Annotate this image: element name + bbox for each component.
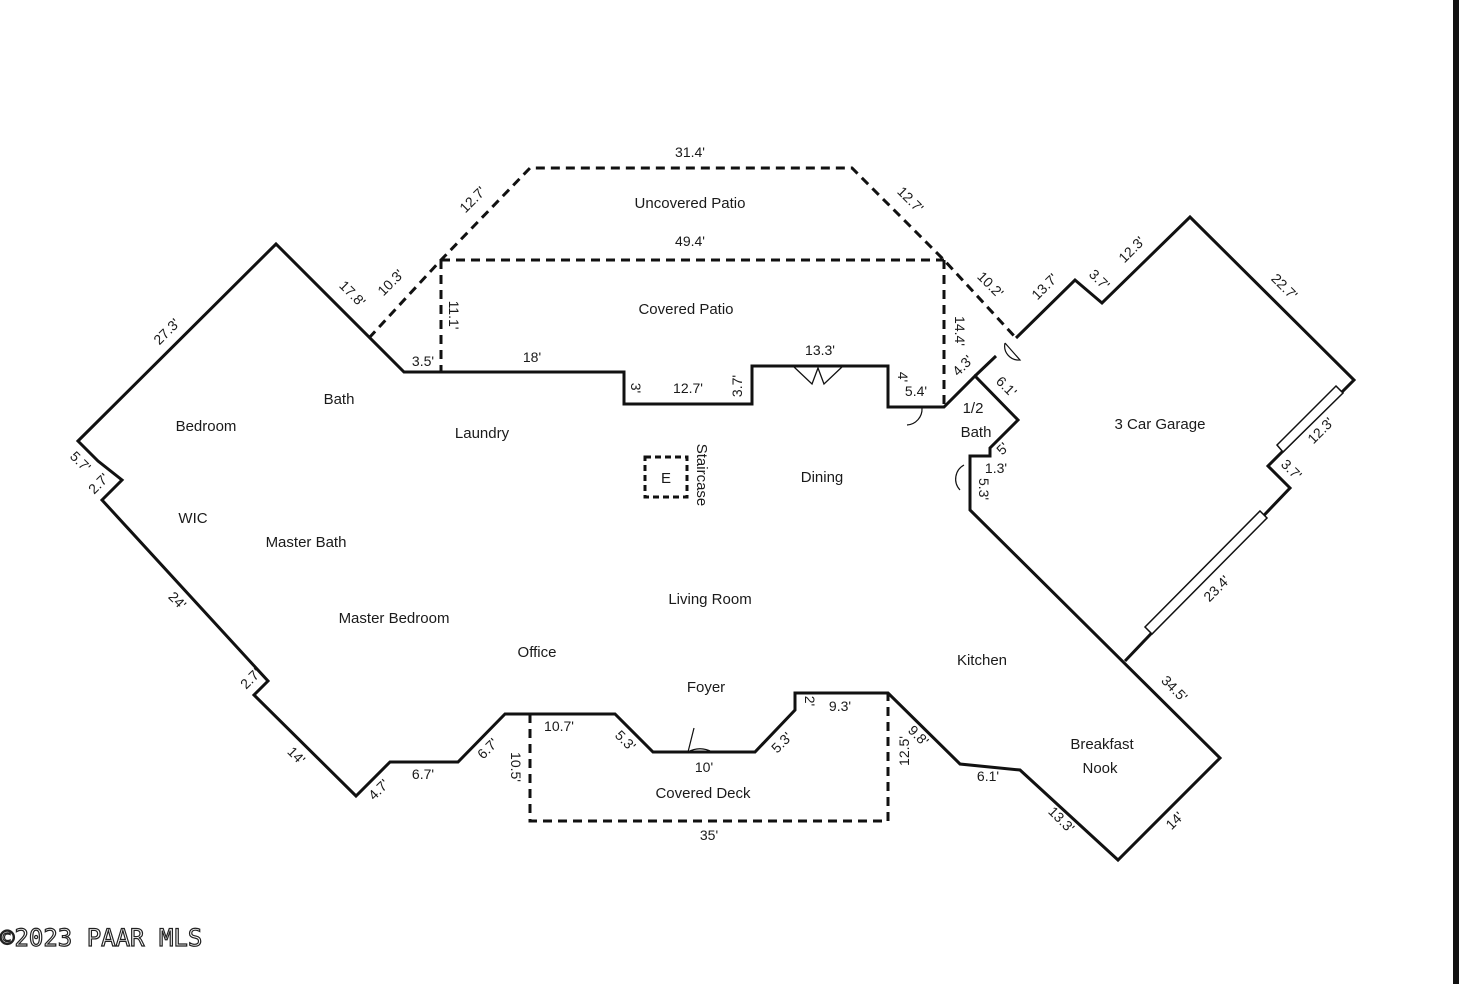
uncovered-patio-outline <box>367 166 1018 340</box>
label-bath: Bath <box>324 391 355 408</box>
dim-label: 31.4' <box>675 144 705 160</box>
dim-label: 6.1' <box>993 373 1020 400</box>
label-dining: Dining <box>801 469 844 486</box>
dim-label: 1.3' <box>985 460 1007 476</box>
label-covered-deck: Covered Deck <box>655 785 751 802</box>
label-breakfast-1: Breakfast <box>1070 736 1134 753</box>
label-master-bath: Master Bath <box>266 534 347 551</box>
label-foyer: Foyer <box>687 679 725 696</box>
garage-wall-link <box>973 354 998 378</box>
dim-label: 4.3' <box>949 352 976 379</box>
dim-label: 3.7' <box>729 375 745 397</box>
right-edge-bar <box>1453 0 1459 984</box>
dim-label: 35' <box>700 827 718 843</box>
dim-label: 18' <box>523 349 541 365</box>
elevator-box <box>643 455 689 499</box>
dim-label: 12.3' <box>1115 233 1147 265</box>
label-master-bedroom: Master Bedroom <box>339 610 450 627</box>
dim-label: 6.1' <box>977 768 999 784</box>
dim-label: 5.3' <box>612 727 639 754</box>
house-outline <box>75 241 1223 863</box>
dim-label: 6.7' <box>474 735 501 762</box>
dim-label: 10.2' <box>974 268 1006 300</box>
label-bedroom: Bedroom <box>176 418 237 435</box>
label-staircase: Staircase <box>693 444 710 507</box>
label-laundry: Laundry <box>455 425 510 442</box>
door-swing-bath-2 <box>955 464 965 491</box>
garage-door-large <box>1143 509 1269 636</box>
label-office: Office <box>518 644 557 661</box>
dim-label: 10.5' <box>508 752 524 782</box>
dim-label: 12.7' <box>894 183 926 215</box>
dining-slider-door <box>792 365 844 386</box>
dim-label: 5.3' <box>976 478 992 500</box>
garage-outline <box>1014 214 1357 663</box>
label-breakfast-2: Nook <box>1082 760 1118 777</box>
label-kitchen: Kitchen <box>957 652 1007 669</box>
dim-label: 49.4' <box>675 233 705 249</box>
dim-label: 9.3' <box>829 698 851 714</box>
dim-label: 4' <box>895 372 911 382</box>
door-swing-foyer <box>687 748 713 753</box>
dim-label: 3.7' <box>1086 266 1113 293</box>
label-covered-patio: Covered Patio <box>638 301 733 318</box>
dim-label: 4.7' <box>365 776 392 803</box>
dim-label: 3.5' <box>412 353 434 369</box>
dim-label: 5.4' <box>905 383 927 399</box>
copyright-watermark: ©2023 PAAR MLS <box>0 923 203 952</box>
label-garage: 3 Car Garage <box>1115 416 1206 433</box>
dim-label: 2' <box>802 696 818 706</box>
dim-label: 11.1' <box>446 301 462 330</box>
label-wic: WIC <box>178 510 207 527</box>
dim-label: 13.3' <box>1045 803 1077 835</box>
dim-label: 12.7' <box>456 183 488 215</box>
label-half-bath-2: Bath <box>961 424 992 441</box>
dim-label: 10.7' <box>544 718 574 734</box>
label-elevator: E <box>661 470 671 487</box>
dim-label: 10.3' <box>374 266 406 298</box>
label-half-bath-1: 1/2 <box>963 400 984 417</box>
dim-label: 13.3' <box>805 342 835 358</box>
label-uncovered-patio: Uncovered Patio <box>635 195 746 212</box>
door-swing-garage <box>1004 342 1022 361</box>
door-swing-half-bath <box>906 407 923 426</box>
dim-label: 6.7' <box>412 766 434 782</box>
dim-label: 3' <box>628 383 644 393</box>
dim-label: 12.7' <box>673 380 703 396</box>
label-living-room: Living Room <box>668 591 751 608</box>
dim-label: 12.5' <box>896 736 912 766</box>
garage-door-small <box>1275 384 1345 454</box>
covered-deck-outline <box>528 693 890 823</box>
dim-label: 14.4' <box>952 316 968 346</box>
dim-label: 17.8' <box>336 277 368 309</box>
door-leaf-foyer <box>687 727 695 753</box>
dim-label: 10' <box>695 759 713 775</box>
